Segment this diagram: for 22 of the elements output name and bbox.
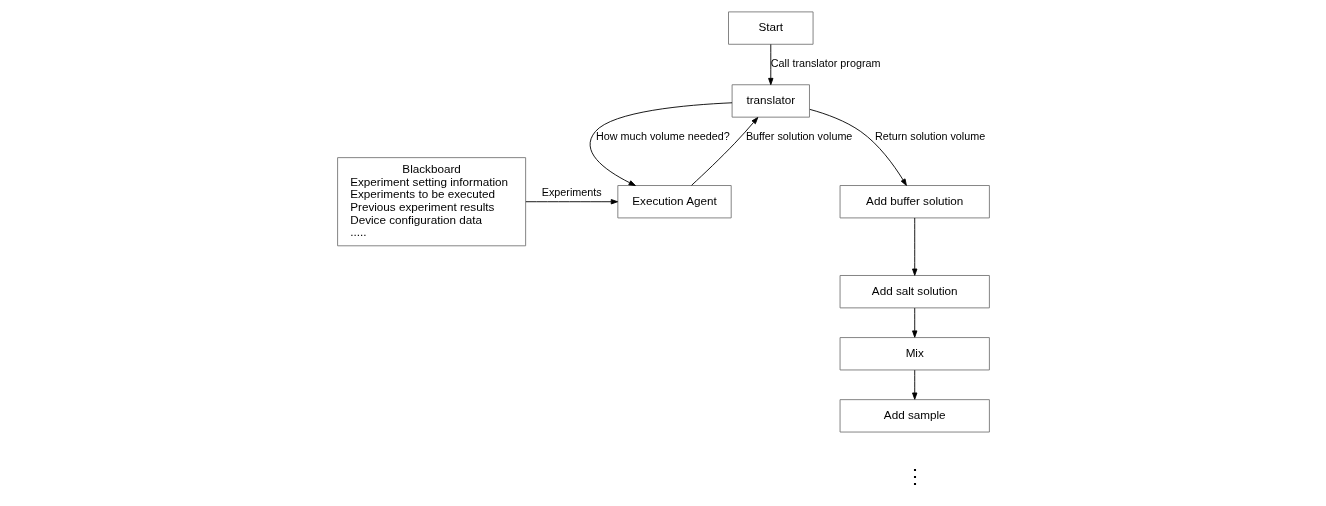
arrow [767, 43, 773, 86]
arrow [911, 307, 917, 338]
node-box: Start [727, 11, 814, 45]
arrow [911, 217, 917, 276]
edge-label: Buffer solution volume [745, 130, 852, 143]
edge-label: Call translator program [770, 57, 880, 70]
arrow [690, 117, 758, 186]
arrow [808, 108, 907, 186]
edge-label: Experiments [541, 185, 602, 198]
node-box: Add buffer solution [839, 185, 990, 219]
node-box: Add salt solution [839, 275, 990, 309]
edge-label: How much volume needed? [595, 130, 730, 143]
node-box: Add sample [839, 399, 990, 433]
node-box: Execution Agent [616, 185, 732, 219]
arrow [911, 369, 917, 400]
arrow [589, 102, 732, 186]
node-box: Blackboard Experiment setting information Experiments to be executed Previous experiment results Device configuration data ..... [336, 157, 526, 247]
arrow [524, 199, 618, 205]
edge-label: Return solution volume [874, 130, 985, 143]
label: ⋮ [904, 464, 925, 487]
node-box: Mix [839, 337, 990, 371]
node-box: translator [731, 84, 810, 118]
